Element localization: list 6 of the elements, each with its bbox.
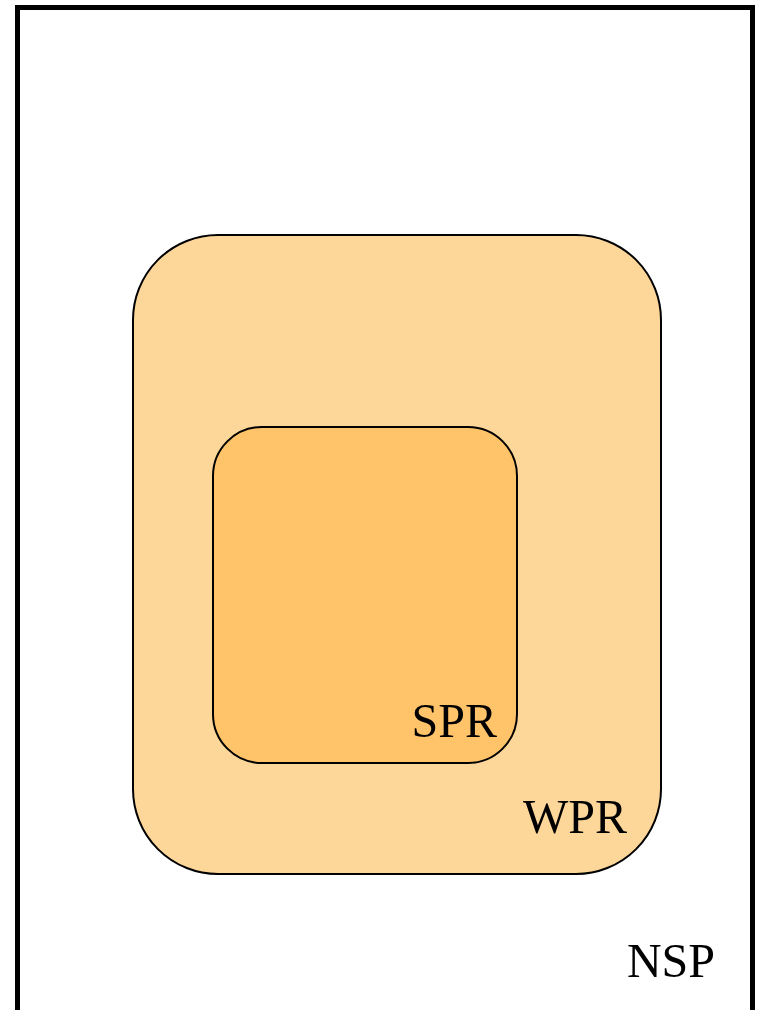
region-box: [15, 5, 755, 1010]
region-label: WPR: [523, 793, 627, 841]
rounded-region: [212, 426, 518, 764]
rounded-region: [132, 234, 662, 875]
region-label: SPR: [411, 697, 497, 745]
region-label: NSP: [626, 937, 715, 985]
